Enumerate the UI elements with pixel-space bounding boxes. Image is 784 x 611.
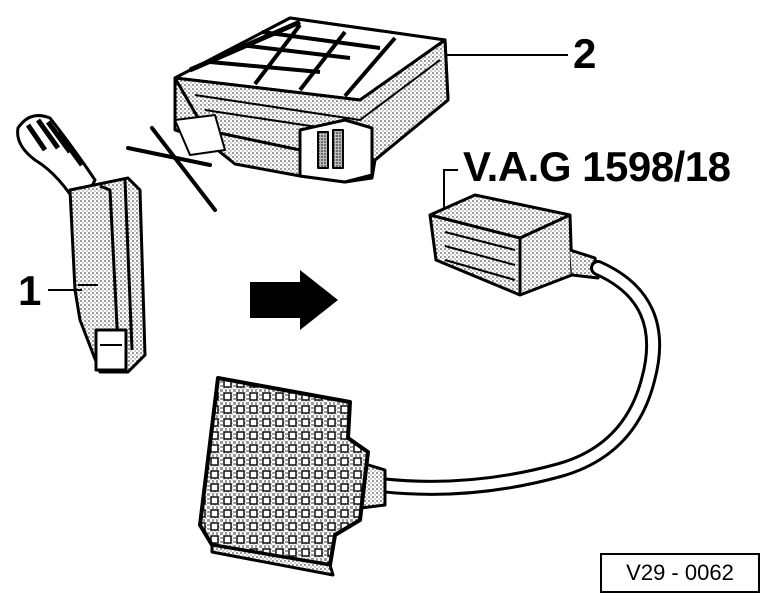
- adapter-cable: [198, 193, 662, 577]
- direction-arrow: [250, 270, 338, 330]
- cross-out-mark: [126, 126, 217, 212]
- callout-1: 1: [18, 267, 42, 314]
- callout-adapter-cable: V.A.G 1598/18: [463, 143, 731, 190]
- harness-connector: [16, 114, 147, 374]
- figure-id-box: V29 - 0062: [600, 553, 760, 593]
- control-unit: [173, 16, 450, 184]
- leader-line-tool: [443, 169, 458, 210]
- callout-2: 2: [573, 30, 597, 77]
